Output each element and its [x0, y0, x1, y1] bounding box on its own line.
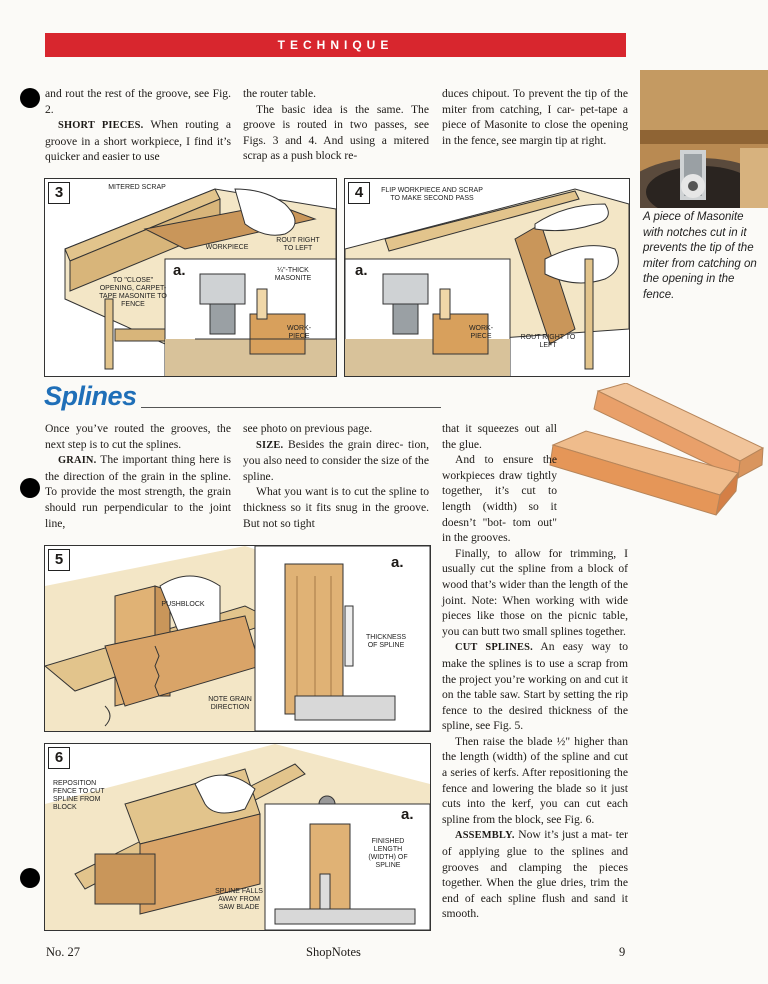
figure-number: 6 — [48, 747, 70, 769]
margin-photo — [640, 70, 768, 208]
paragraph-short-pieces: SHORT PIECES. When routing a groove in a… — [45, 117, 231, 165]
label-flip: FLIP WORKPIECE AND SCRAP TO MAKE SECOND … — [381, 187, 483, 202]
paragraph-text: Besides the grain direc- tion, you also … — [243, 437, 429, 483]
paragraph-cut-splines: CUT SPLINES. An easy way to make the spl… — [442, 639, 628, 734]
detail-label: a. — [173, 262, 186, 279]
label-rout: ROUT RIGHT TO LEFT — [276, 237, 320, 252]
label-workpiece-detail: WORK- PIECE — [286, 325, 312, 340]
spline-photo — [548, 382, 768, 523]
paragraph: And to ensure the workpieces draw tightl… — [442, 453, 557, 545]
run-in-head: ASSEMBLY. — [455, 830, 515, 842]
binder-hole-middle — [20, 478, 40, 498]
paragraph: see photo on previous page. — [243, 422, 373, 435]
figure-number: 3 — [48, 182, 70, 204]
paragraph: Then raise the blade ½" higher than the … — [442, 734, 628, 826]
binder-hole-top — [20, 88, 40, 108]
label-pushblock: PUSHBLOCK — [161, 601, 205, 608]
footer-issue: No. 27 — [46, 945, 81, 959]
run-in-head: GRAIN. — [58, 455, 97, 467]
paragraph: Once you’ve routed the grooves, the next… — [45, 422, 231, 451]
section-banner: TECHNIQUE — [45, 33, 626, 57]
paragraph: duces chipout. To prevent the tip of the… — [442, 87, 628, 147]
label-mitered-scrap: MITERED SCRAP — [108, 184, 166, 191]
column-1-top: and rout the rest of the groove, see Fig… — [45, 86, 231, 165]
paragraph-grain: GRAIN. The important thing here is the d… — [45, 452, 231, 531]
paragraph-text: When routing a groove in a short workpie… — [45, 118, 231, 164]
section-heading: Splines — [44, 381, 137, 411]
figure-3: 3 MITERED SCRAP WORKPIECE ROUT RIGHT TO … — [44, 178, 337, 377]
detail-label: a. — [391, 554, 404, 571]
column-2-middle: see photo on previous page. SIZE. Beside… — [243, 421, 429, 531]
run-in-head: SIZE. — [256, 439, 284, 451]
section-label: TECHNIQUE — [277, 38, 394, 52]
paragraph: What you want is to cut the spline to th… — [243, 485, 429, 530]
label-reposition: REPOSITION FENCE TO CUT SPLINE FROM BLOC… — [53, 780, 105, 811]
column-1-middle: Once you’ve routed the grooves, the next… — [45, 421, 231, 531]
label-workpiece-detail: WORK- PIECE — [468, 325, 494, 340]
paragraph-text: The important thing here is the directio… — [45, 453, 231, 530]
footer-page-number: 9 — [619, 945, 626, 959]
label-workpiece: WORKPIECE — [205, 244, 249, 251]
figure-number: 4 — [348, 182, 370, 204]
label-spline-falls: SPLINE FALLS AWAY FROM SAW BLADE — [215, 888, 263, 911]
label-finished-length: FINISHED LENGTH (WIDTH) OF SPLINE — [368, 838, 408, 869]
binder-hole-bottom — [20, 868, 40, 888]
label-close-opening: TO "CLOSE" OPENING, CARPET-TAPE MASONITE… — [99, 277, 167, 308]
column-3-middle: that it squeezes out all the glue. And t… — [442, 421, 628, 922]
paragraph: that it squeezes out all the glue. — [442, 422, 557, 451]
paragraph: The basic idea is the same. The groove i… — [243, 102, 429, 163]
column-3-top: duces chipout. To prevent the tip of the… — [442, 86, 628, 148]
column-2-top: the router table. The basic idea is the … — [243, 86, 429, 164]
figure-5: 5 PUSHBLOCK THICKNESS OF SPLINE NOTE GRA… — [44, 545, 431, 732]
run-in-head: CUT SPLINES. — [455, 642, 533, 654]
label-rout: ROUT RIGHT TO LEFT — [520, 334, 576, 349]
detail-label: a. — [401, 806, 414, 823]
run-in-head: SHORT PIECES. — [58, 120, 144, 132]
label-note-grain: NOTE GRAIN DIRECTION — [208, 696, 252, 711]
label-thickness: THICKNESS OF SPLINE — [365, 634, 407, 649]
footer-magazine: ShopNotes — [306, 945, 361, 959]
margin-caption: A piece of Masonite with notches cut in … — [643, 211, 757, 301]
paragraph-size: SIZE. Besides the grain direc- tion, you… — [243, 437, 429, 485]
heading-rule — [141, 407, 441, 408]
figure-number: 5 — [48, 549, 70, 571]
figure-6: 6 REPOSITION FENCE TO CUT SPLINE FROM BL… — [44, 743, 431, 931]
detail-label: a. — [355, 262, 368, 279]
figure-4: 4 FLIP WORKPIECE AND SCRAP TO MAKE SECON… — [344, 178, 630, 377]
paragraph-assembly: ASSEMBLY. Now it’s just a mat- ter of ap… — [442, 827, 628, 922]
paragraph: the router table. — [243, 87, 317, 100]
paragraph: and rout the rest of the groove, see Fig… — [45, 87, 231, 116]
paragraph-text: An easy way to make the splines is to us… — [442, 640, 628, 733]
paragraph: Finally, to allow for trimming, I usuall… — [442, 546, 628, 638]
paragraph-text: Now it’s just a mat- ter of applying glu… — [442, 828, 628, 921]
label-masonite: ¼"-THICK MASONITE — [274, 267, 312, 282]
